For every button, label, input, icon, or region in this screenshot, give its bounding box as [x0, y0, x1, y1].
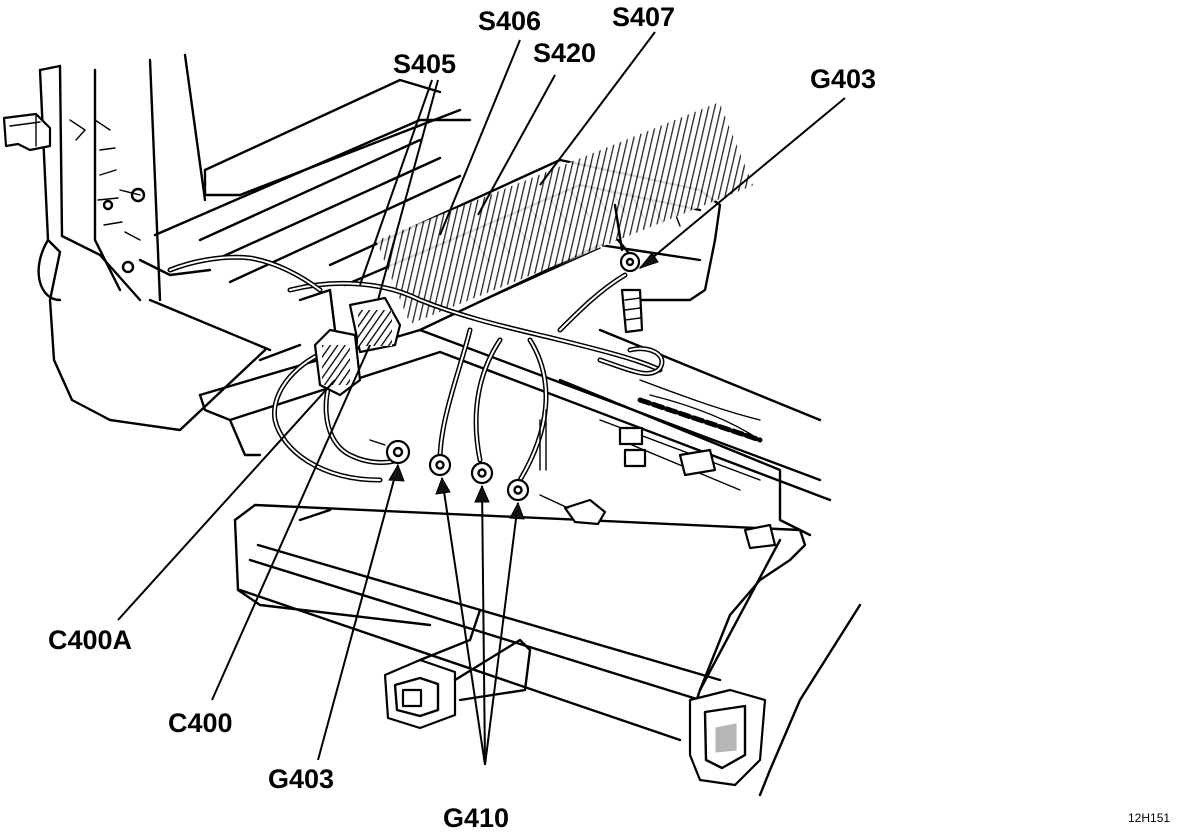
g410-terminal-3: [506, 478, 530, 502]
lower-seat-frame: [233, 503, 862, 797]
leader-s406: [439, 39, 521, 236]
arrowhead-g410-3: [509, 501, 525, 520]
leader-s405-a: [359, 79, 433, 286]
label-s405: S405: [393, 49, 456, 79]
leader-c400a: [117, 379, 336, 621]
leader-g403-top: [639, 97, 846, 269]
leader-g410-3: [484, 502, 519, 766]
g403-terminal-upper: [613, 203, 644, 334]
leader-s405-b: [377, 79, 439, 301]
connector-c400-body: [298, 288, 402, 397]
label-g403-top: G403: [810, 64, 876, 94]
arrowhead-g410-1: [435, 476, 451, 495]
callout-leaders: [117, 31, 846, 766]
leader-s407: [539, 31, 656, 186]
leader-g410-2: [481, 485, 486, 766]
label-g410: G410: [443, 803, 509, 832]
label-c400: C400: [168, 708, 233, 738]
bracket-clips: [618, 426, 777, 550]
frame-crossmember: [198, 328, 832, 537]
seat-side-panel: [37, 58, 267, 432]
label-s406: S406: [478, 6, 541, 36]
arrowhead-g403-top: [638, 252, 659, 270]
leader-g403-bottom: [317, 464, 399, 761]
harness-tape-wrap: [376, 102, 754, 325]
arrowhead-g410-2: [474, 484, 490, 503]
label-s420: S420: [533, 38, 596, 68]
loose-bolt: [539, 494, 607, 526]
leader-c400: [211, 344, 371, 701]
leader-g410-1: [441, 477, 486, 766]
arrowhead-g403-bottom: [388, 463, 405, 482]
label-s407: S407: [612, 2, 675, 32]
floor-panel: [138, 53, 472, 352]
g410-terminal-2: [470, 461, 494, 485]
g403-terminal-lower: [369, 439, 411, 465]
latch-clip: [2, 112, 52, 152]
ribbed-tray: [328, 102, 754, 332]
ground-terminals: [369, 203, 777, 550]
label-c400a: C400A: [48, 625, 132, 655]
wiring-harness: [167, 254, 763, 483]
mount-box: [383, 608, 532, 730]
leader-s420: [477, 74, 556, 216]
callout-labels: S405 S406 S420 S407 G403 C400A C400 G403…: [48, 2, 1170, 832]
end-bracket: [688, 688, 767, 787]
figure-reference-id: 12H151: [1128, 811, 1170, 825]
label-g403-bottom: G403: [268, 764, 334, 794]
g410-terminal-1: [428, 453, 452, 477]
